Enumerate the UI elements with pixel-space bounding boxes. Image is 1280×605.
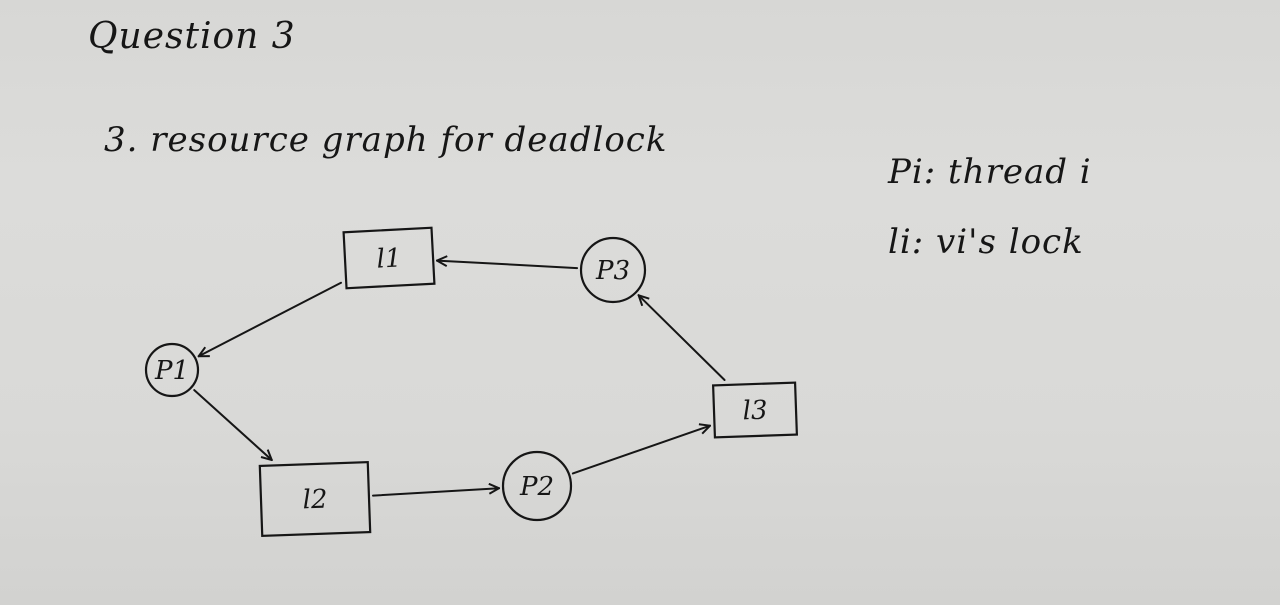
lock-box [258, 460, 372, 538]
thread-node-P1: P1 [144, 342, 200, 398]
node-label: P3 [595, 256, 630, 286]
legend-thread: Pi: thread i [888, 152, 1092, 192]
node-label: l3 [742, 396, 768, 427]
lock-box [342, 226, 436, 290]
legend-lock: li: vi's lock [888, 222, 1084, 262]
diagram-subtitle: 3. resource graph for deadlock [104, 120, 668, 160]
thread-node-P2: P2 [501, 450, 573, 522]
page-title: Question 3 [88, 16, 296, 57]
thread-circle [144, 342, 200, 398]
node-label: l1 [376, 243, 402, 274]
thread-circle [501, 450, 573, 522]
node-label: l2 [302, 485, 328, 516]
lock-node-l2: l2 [258, 460, 372, 538]
thread-node-P3: P3 [579, 236, 647, 304]
edge-P3-to-l1 [437, 261, 579, 270]
edge-l3-to-P3 [639, 295, 726, 381]
edge-l1-to-P1 [199, 281, 342, 356]
edge-l2-to-P2 [372, 488, 499, 497]
lock-box [711, 381, 799, 439]
node-label: P2 [519, 472, 554, 502]
lock-node-l1: l1 [342, 226, 436, 290]
thread-circle [579, 236, 647, 304]
node-label: P1 [154, 356, 189, 386]
edge-P2-to-l3 [571, 426, 710, 475]
edge-P1-to-l2 [193, 389, 271, 460]
lock-node-l3: l3 [711, 381, 799, 439]
graph-edges [193, 261, 726, 497]
